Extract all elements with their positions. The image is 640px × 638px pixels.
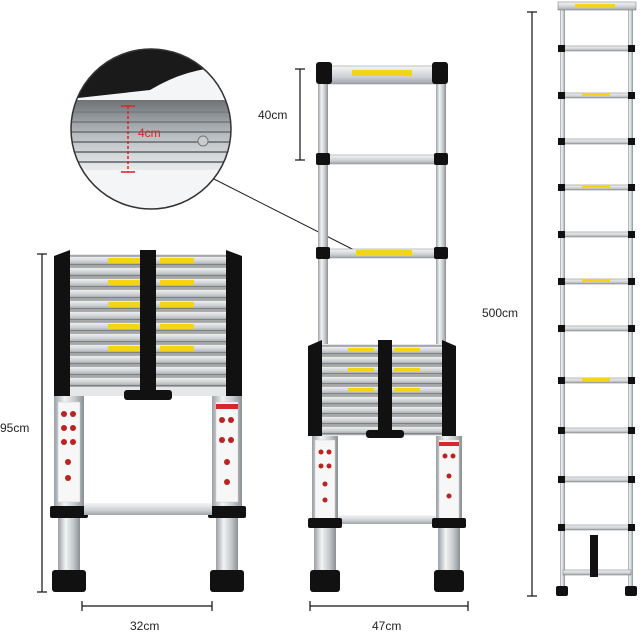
rung-spacing-label: 40cm bbox=[258, 108, 288, 122]
extended-ladder-detail bbox=[308, 62, 466, 592]
base-width-label: 47cm bbox=[372, 619, 402, 633]
fully-extended-ladder bbox=[556, 1, 637, 596]
collapsed-ladder bbox=[50, 250, 246, 592]
collapsed-width-label: 32cm bbox=[130, 619, 160, 633]
collapsed-height-label: 95cm bbox=[0, 421, 30, 435]
zoom-callout bbox=[70, 48, 359, 253]
zoom-circle bbox=[70, 48, 232, 210]
dimension-lines bbox=[37, 11, 537, 611]
zoom-callout-label: 4cm bbox=[138, 126, 161, 140]
zoom-leader-line bbox=[211, 177, 359, 253]
extended-height-label: 500cm bbox=[482, 306, 519, 320]
